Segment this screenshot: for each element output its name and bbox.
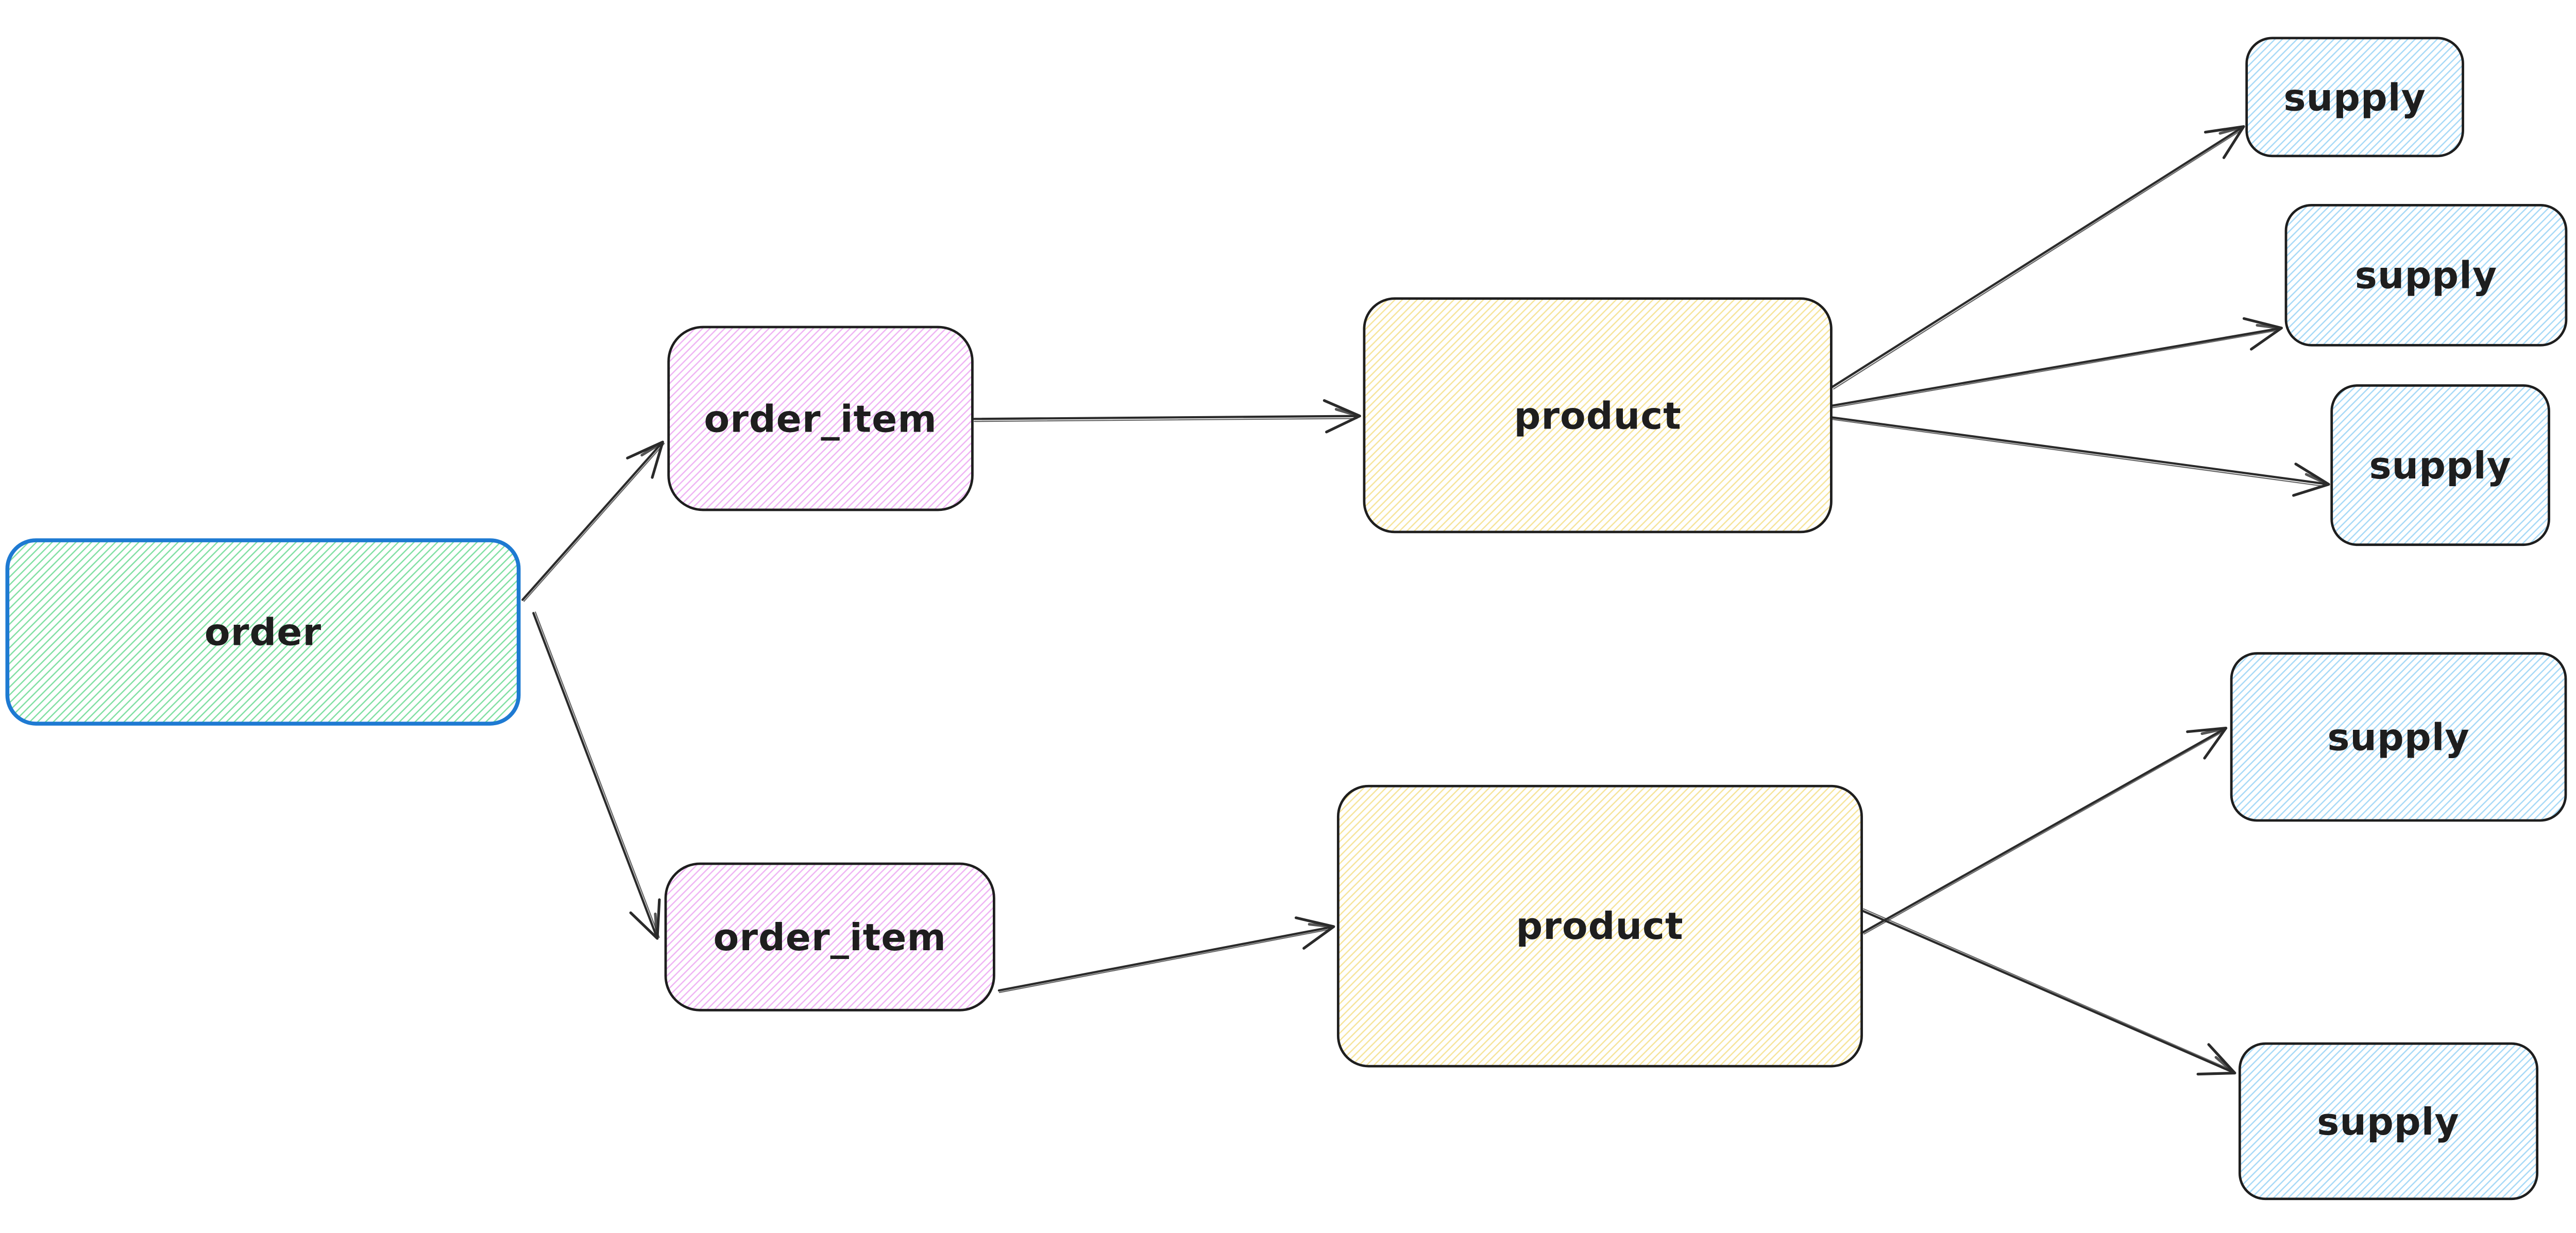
arrow-sketch-echo [523,442,665,602]
node-supply-4: supply [2230,652,2567,822]
product-top-label: product [1514,395,1681,438]
supply-2-label: supply [2355,254,2497,298]
product-top-box[interactable] [1363,297,1833,534]
arrow-product-top-to-supply-2[interactable] [1831,317,2283,407]
supply-4-label: supply [2327,716,2469,760]
node-order-item-bottom: order_item [664,862,995,1012]
node-supply-5: supply [2238,1042,2539,1201]
node-supply-2: supply [2284,203,2568,347]
supply-3-label: supply [2369,444,2511,488]
node-supply-3: supply [2330,384,2550,546]
edge-order-item-bottom-to-product-bottom [997,916,1335,994]
node-order-item-top: order_item [667,326,974,511]
product-bottom-label: product [1516,905,1683,948]
order-label: order [205,611,321,654]
arrow-order-item-bottom-to-product-bottom[interactable] [997,916,1335,992]
arrow-product-bottom-to-supply-5[interactable] [1861,910,2236,1076]
order-item-top-box[interactable] [667,326,974,511]
edges-layer [521,125,2330,1076]
node-product-top: product [1363,297,1833,534]
supply-3-box[interactable] [2330,384,2550,546]
product-bottom-box[interactable] [1336,784,1863,1068]
order-item-bottom-label: order_item [713,916,946,960]
supply-2-box[interactable] [2284,203,2568,347]
arrow-sketch-echo [534,611,660,938]
edge-product-bottom-to-supply-4 [1861,726,2228,935]
arrow-sketch-echo [1833,129,2243,390]
arrow-order-to-order-item-top[interactable] [521,440,664,601]
arrow-sketch-echo [998,928,1332,994]
node-supply-1: supply [2245,37,2464,158]
order-box[interactable] [5,538,521,726]
edge-product-top-to-supply-3 [1831,416,2330,497]
arrow-sketch-echo [1832,419,2325,487]
node-product-bottom: product [1336,784,1863,1068]
arrow-sketch-echo [1832,330,2278,408]
edge-order-to-order-item-bottom [532,611,661,940]
arrow-product-bottom-to-supply-4[interactable] [1861,726,2228,934]
arrow-order-item-top-to-product-top[interactable] [973,399,1361,434]
edge-product-bottom-to-supply-5 [1861,908,2236,1076]
supply-1-label: supply [2283,76,2426,119]
supply-4-box[interactable] [2230,652,2567,822]
supply-5-box[interactable] [2238,1042,2539,1201]
arrow-sketch-echo [1863,908,2234,1071]
order-item-bottom-box[interactable] [664,862,995,1012]
edge-product-top-to-supply-2 [1831,317,2283,408]
order-item-top-label: order_item [704,398,937,441]
node-order: order [5,538,521,726]
nodes-layer: order order_item order_item product prod… [5,37,2568,1201]
edge-order-item-top-to-product-top [973,399,1361,434]
arrow-order-to-order-item-bottom[interactable] [532,612,661,940]
arrow-product-top-to-supply-3[interactable] [1831,416,2330,497]
arrow-sketch-echo [1863,730,2225,935]
supply-1-box[interactable] [2245,37,2464,158]
arrow-sketch-echo [974,418,1358,422]
arrow-product-top-to-supply-1[interactable] [1831,125,2245,388]
edge-product-top-to-supply-1 [1831,125,2245,390]
supply-5-label: supply [2317,1101,2459,1144]
edge-order-to-order-item-top [521,440,665,602]
